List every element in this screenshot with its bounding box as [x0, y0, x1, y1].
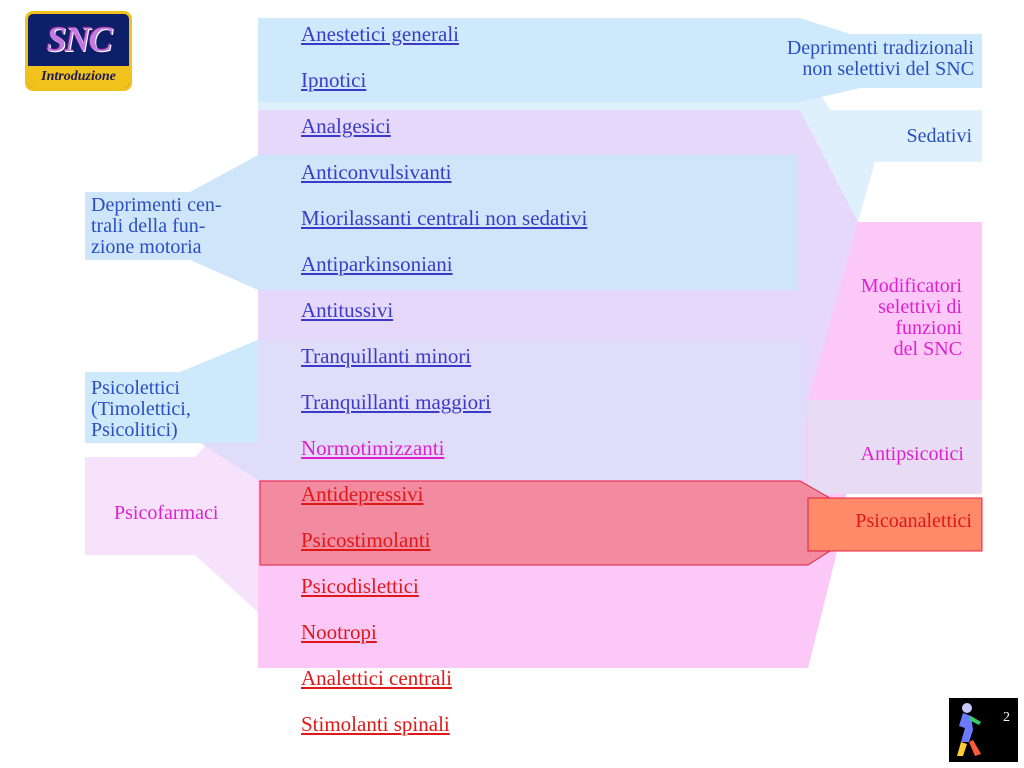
drug-class-link[interactable]: Psicostimolanti [301, 528, 431, 552]
label-modificatori: Modificatori selettivi di funzioni del S… [860, 275, 962, 360]
drug-class-link[interactable]: Normotimizzanti [301, 436, 445, 460]
label-deprimenti-motoria: Deprimenti cen- trali della fun- zione m… [91, 194, 222, 258]
label-psicolettici: Psicolettici (Timolettici, Psicolitici) [91, 377, 191, 441]
psicolettici-region [85, 340, 806, 480]
snc-logo: SNC Introduzione [25, 11, 132, 91]
psicoanalettici-label-box [807, 497, 983, 552]
logo-subtitle: Introduzione [28, 66, 129, 88]
label-psicoanalettici: Psicoanalettici [855, 510, 972, 532]
label-psicofarmaci: Psicofarmaci [114, 502, 219, 524]
page-badge: 2 [949, 698, 1018, 762]
deprimenti-tradizionali-band [258, 18, 982, 102]
drug-class-link[interactable]: Ipnotici [301, 68, 367, 92]
drug-class-link[interactable]: Anticonvulsivanti [301, 160, 452, 184]
logo-title: SNC [46, 19, 112, 59]
drug-class-link[interactable]: Antitussivi [301, 298, 394, 322]
psicolettici-tab [85, 340, 258, 443]
page-number: 2 [1003, 710, 1010, 725]
drug-class-link[interactable]: Antidepressivi [301, 482, 424, 506]
drug-class-link[interactable]: Stimolanti spinali [301, 712, 450, 736]
drug-class-link[interactable]: Miorilassanti centrali non sedativi [301, 206, 588, 230]
label-antipsicotici: Antipsicotici [860, 443, 964, 465]
label-sedativi: Sedativi [906, 125, 972, 147]
label-deprimenti-tradizionali: Deprimenti tradizionali non selettivi de… [786, 37, 974, 80]
deprimenti-motoria-region [85, 155, 798, 290]
drug-class-link[interactable]: Nootropi [301, 620, 377, 644]
drug-class-link[interactable]: Analgesici [301, 114, 391, 138]
drug-class-link[interactable]: Tranquillanti minori [301, 344, 472, 368]
drug-class-link[interactable]: Antiparkinsoniani [301, 252, 453, 276]
drug-class-link[interactable]: Analettici centrali [301, 666, 453, 690]
drug-class-link[interactable]: Psicodislettici [301, 574, 419, 598]
dancer-icon [957, 703, 981, 756]
drug-class-link[interactable]: Anestetici generali [301, 22, 460, 46]
drug-class-link[interactable]: Tranquillanti maggiori [301, 390, 491, 414]
antipsicotici-band [808, 400, 982, 494]
